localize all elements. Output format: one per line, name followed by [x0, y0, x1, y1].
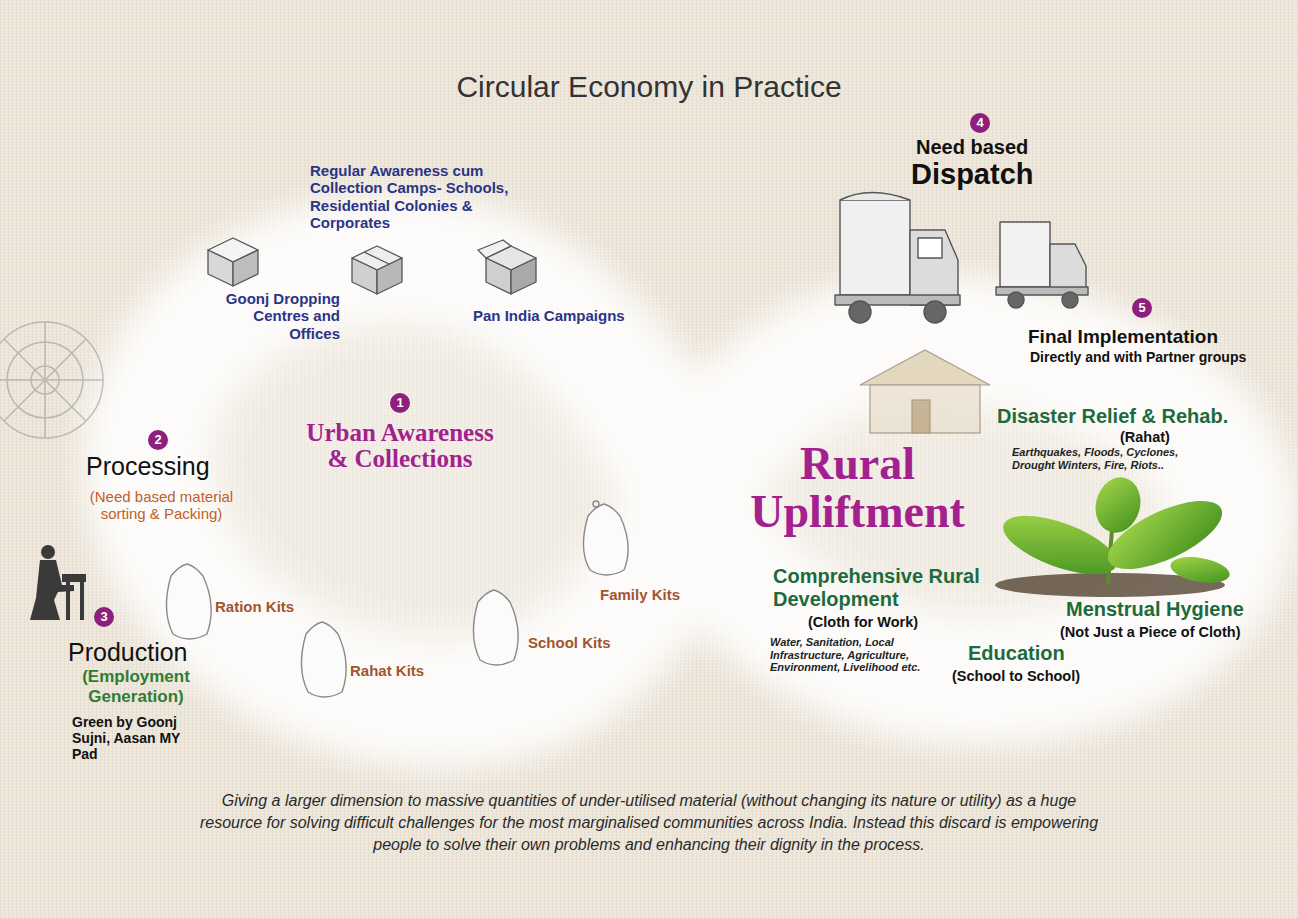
- stage-note: (Employment Generation): [72, 667, 200, 706]
- stage-note: Directly and with Partner groups: [1030, 349, 1246, 365]
- kit-label: School Kits: [528, 634, 611, 651]
- program-note: (Rahat): [1120, 429, 1170, 446]
- kit-label: Family Kits: [600, 586, 680, 603]
- kit-label: Ration Kits: [215, 598, 294, 615]
- dispatch-trucks: [835, 193, 1088, 324]
- callout-number: 4: [970, 113, 990, 133]
- stage-heading: Dispatch: [911, 158, 1033, 191]
- stage-heading: Production: [68, 638, 188, 667]
- stage-note: (Need based material sorting & Packing): [74, 488, 249, 523]
- program-heading: Menstrual Hygiene: [1066, 598, 1244, 621]
- callout-number: 3: [94, 607, 114, 627]
- tailor-silhouette: [30, 545, 86, 620]
- node-text: Rural Upliftment: [735, 440, 980, 537]
- sapling: [995, 472, 1232, 597]
- callout-number: 5: [1132, 298, 1152, 318]
- stage-heading: Processing: [86, 452, 210, 481]
- program-heading: Education: [968, 642, 1065, 665]
- diagram-title: Circular Economy in Practice: [0, 70, 1298, 105]
- kit-label: Rahat Kits: [350, 662, 424, 679]
- collection-boxes: [208, 238, 536, 294]
- caption: Giving a larger dimension to massive qua…: [199, 790, 1099, 856]
- stage-heading: Final Implementation: [1028, 326, 1218, 348]
- callout-number: 2: [148, 430, 168, 450]
- program-note: (Cloth for Work): [808, 614, 918, 631]
- stage-heading: Need based: [916, 136, 1028, 159]
- stage-lobe: Rural Upliftment: [735, 440, 980, 537]
- collection-note: Goonj Dropping Centres and Offices: [200, 290, 340, 342]
- node-text: Urban Awareness & Collections: [305, 420, 495, 473]
- callout-number: 1: [390, 393, 410, 413]
- collection-note: Pan India Campaigns: [473, 307, 625, 324]
- kit-sacks: [166, 501, 628, 697]
- program-heading: Disaster Relief & Rehab.: [997, 405, 1228, 428]
- program-note: (Not Just a Piece of Cloth): [1060, 624, 1240, 641]
- program-detail: Earthquakes, Floods, Cyclones, Drought W…: [1012, 446, 1212, 471]
- collection-note: Regular Awareness cum Collection Camps- …: [310, 162, 542, 231]
- sorting-machine-sketch: [0, 322, 103, 438]
- village-hut-sketch: [860, 350, 990, 433]
- program-note: (School to School): [952, 668, 1080, 685]
- program-detail: Water, Sanitation, Local Infrastructure,…: [770, 636, 948, 674]
- program-heading: Comprehensive Rural Development: [773, 565, 988, 611]
- stage-lobe: Urban Awareness & Collections: [305, 420, 495, 473]
- product-list: Green by Goonj Sujni, Aasan MY Pad: [72, 714, 188, 762]
